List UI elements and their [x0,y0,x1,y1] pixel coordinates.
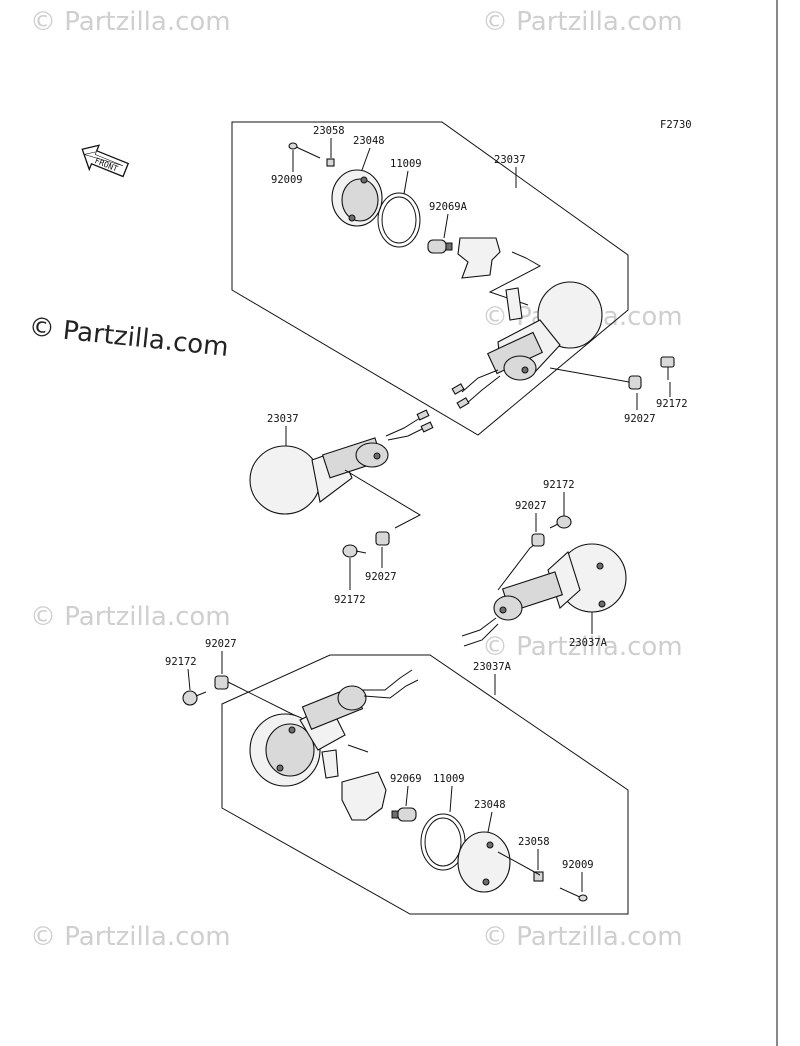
lens-housing-23048-lower [457,831,511,893]
front-arrow-icon: FRONT [81,144,130,178]
clip-top [505,287,523,321]
label-leaders [187,138,671,892]
part-labels: 92009 23058 23048 11009 23037 92069A 920… [165,125,688,871]
bracket-screw-top [511,251,527,259]
label-92027-right: 92027 [515,500,547,512]
lower-left-leader [227,681,301,719]
signal-lamp-upper [451,281,603,409]
nut-leader-lower [497,851,541,876]
label-92027-left: 92027 [205,638,237,650]
label-92027-right-top: 92027 [624,413,656,425]
collar-92027-left [214,675,229,690]
bolt-92172-left [182,690,207,706]
collar-92027-middle [375,531,390,546]
nut-23058-lower [533,871,544,882]
collar-92027-right [531,533,545,547]
page-edge-line [776,0,778,1046]
label-92172-left: 92172 [165,656,197,668]
signal-lamp-middle [249,409,434,515]
watermark-group: © Partzilla.com © Partzilla.com © Partzi… [30,7,683,952]
label-11009-bottom: 11009 [433,773,465,785]
label-92069: 92069 [390,773,422,785]
bulb-92069A [427,239,453,254]
label-92172-right: 92172 [543,479,575,491]
label-92172-right-top: 92172 [656,398,688,410]
label-23058-top: 23058 [313,125,345,137]
signal-lamp-lower [249,669,419,787]
watermark-lower-left: © Partzilla.com [30,602,231,632]
lower-assembly-outline [221,654,629,915]
bolt-92172-middle [342,544,367,558]
watermark-bottom-right: © Partzilla.com [482,922,683,952]
label-23058-bottom: 23058 [518,836,550,848]
label-23037A-right: 23037A [569,637,608,649]
label-92009-bottom: 92009 [562,859,594,871]
bolt-92172-right [549,515,572,529]
watermark-bottom-left: © Partzilla.com [30,922,231,952]
socket-bracket-lower [341,771,387,821]
label-92172-middle: 92172 [334,594,366,606]
label-23037A-bottom: 23037A [473,661,512,673]
nut-23058-top [326,158,335,167]
screw-92009-top [288,142,321,159]
bracket-screw-lower [347,744,369,753]
watermark-lower-right: © Partzilla.com [482,632,683,662]
label-23048-bottom: 23048 [474,799,506,811]
socket-bracket-top [457,237,501,279]
bulb-92069 [391,807,417,822]
middle-leader [344,469,422,529]
collar-92027-right-top [628,375,642,390]
upper-assembly-outline [231,121,629,436]
label-92027-middle: 92027 [365,571,397,583]
label-23037-middle: 23037 [267,413,299,425]
bolt-92172-right-top [660,356,675,380]
label-92069A: 92069A [429,201,468,213]
label-23037-top: 23037 [494,154,526,166]
label-11009-top: 11009 [390,158,422,170]
collar-leader-top [549,367,630,383]
watermark-top-left: © Partzilla.com [30,7,231,37]
main-watermark: © Partzilla.com [27,312,230,363]
clip-lower [321,749,339,779]
label-23048-top: 23048 [353,135,385,147]
label-92009-top: 92009 [271,174,303,186]
screw-92009-lower [559,887,588,902]
gasket-11009-top [377,192,421,248]
signal-lamp-right [461,543,627,647]
figure-code: F2730 [660,119,692,131]
watermark-top-right: © Partzilla.com [482,7,683,37]
lens-housing-23048-top [331,169,383,227]
